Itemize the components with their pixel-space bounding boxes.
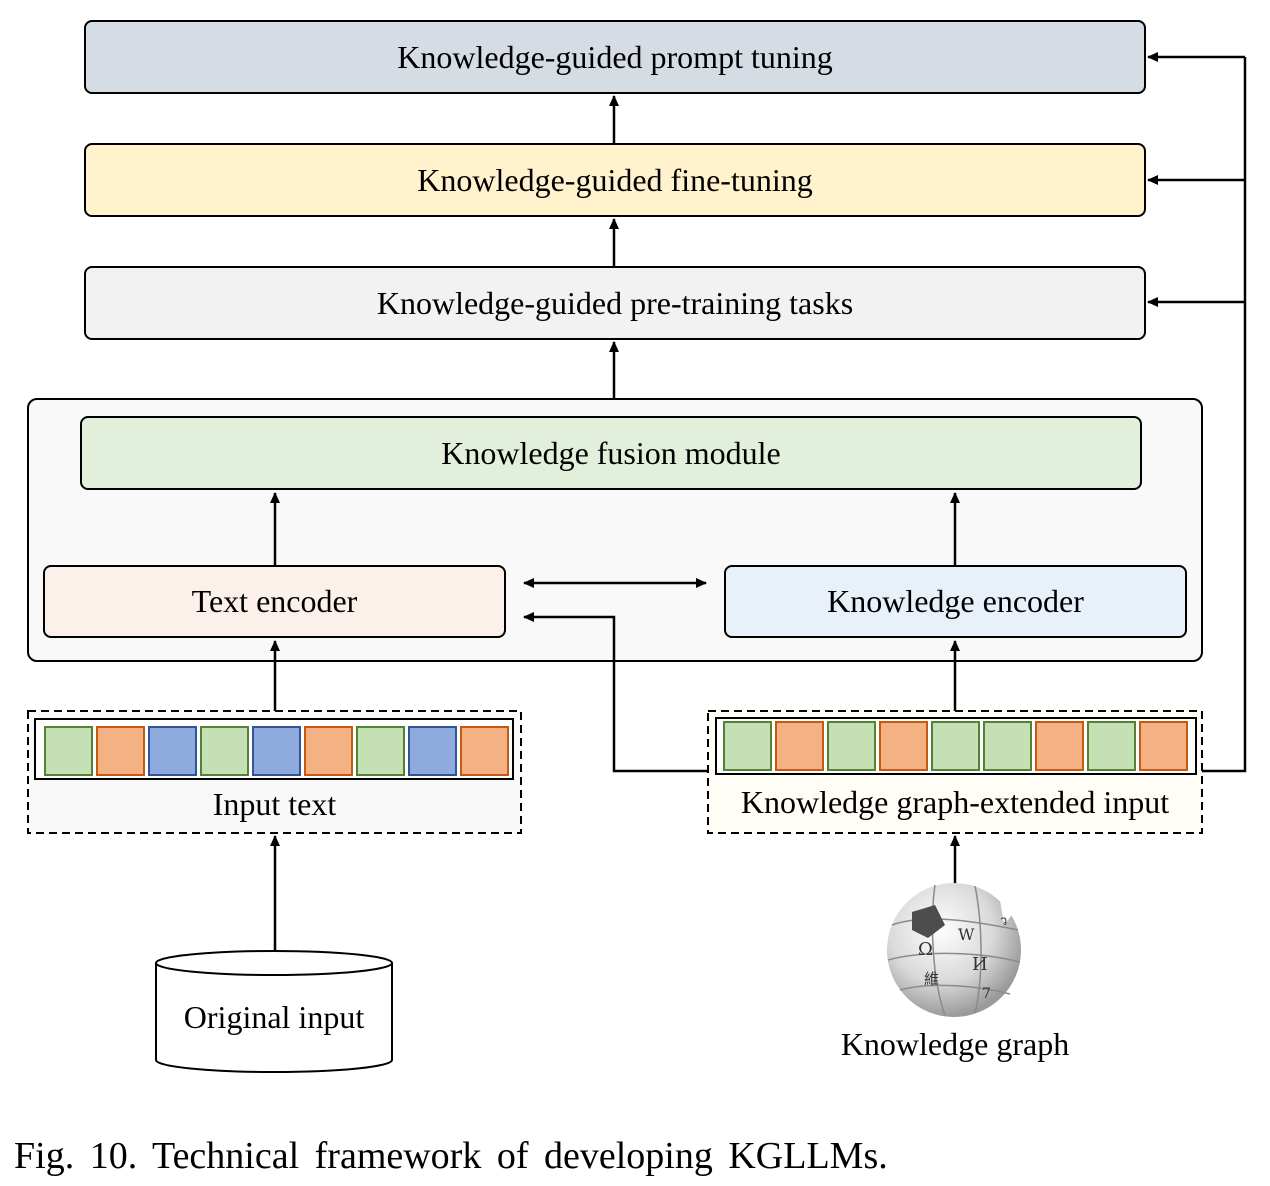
input-text-token-blue [148,726,197,776]
kg-input-token-green [723,721,772,771]
knowledge-encoder-box: Knowledge encoder [724,565,1187,638]
input-text-token-green [200,726,249,776]
figure-caption: Fig. 10. Technical framework of developi… [14,1135,888,1177]
input-text-token-orange [304,726,353,776]
pretraining-tasks-label: Knowledge-guided pre-training tasks [376,284,854,321]
fine-tuning-label: Knowledge-guided fine-tuning [417,161,813,198]
input-text-token-orange [460,726,509,776]
input-text-token-orange [96,726,145,776]
prompt-tuning-box: Knowledge-guided prompt tuning [84,20,1146,94]
fine-tuning-box: Knowledge-guided fine-tuning [84,143,1146,217]
kg-input-token-orange [1035,721,1084,771]
kg-extended-input-label: Knowledge graph-extended input [740,784,1170,820]
knowledge-fusion-box: Knowledge fusion module [80,416,1142,490]
input-text-token-green [44,726,93,776]
original-input-label: Original input [183,999,365,1035]
database-cylinder-icon [155,950,393,1073]
input-text-token-blue [252,726,301,776]
feedback-bus-line [1202,57,1247,773]
input-text-token-blue [408,726,457,776]
kg-input-token-green [931,721,980,771]
arrow-kg-input-to-text-encoder [523,612,708,773]
kg-input-token-orange [775,721,824,771]
knowledge-graph-label: Knowledge graph [840,1026,1070,1062]
svg-text:И: И [972,954,988,975]
input-text-label: Input text [212,786,337,822]
kg-input-token-green [827,721,876,771]
input-text-tokens [44,726,509,776]
input-text-token-green [356,726,405,776]
kg-input-token-green [983,721,1032,771]
kg-input-token-orange [1139,721,1188,771]
kg-input-token-green [1087,721,1136,771]
svg-text:W: W [958,925,975,944]
pretraining-tasks-box: Knowledge-guided pre-training tasks [84,266,1146,340]
knowledge-encoder-label: Knowledge encoder [827,583,1084,619]
text-encoder-box: Text encoder [43,565,506,638]
kg-input-token-orange [879,721,928,771]
svg-text:ว: ว [1000,914,1007,929]
svg-text:7: 7 [982,986,991,1002]
kg-input-tokens [723,721,1188,771]
svg-text:維: 維 [924,970,939,988]
prompt-tuning-label: Knowledge-guided prompt tuning [397,38,833,75]
knowledge-fusion-label: Knowledge fusion module [441,434,781,471]
text-encoder-label: Text encoder [191,583,358,619]
wikipedia-globe-icon: Ω W И 維 ว 7 [887,883,1021,1017]
svg-text:Ω: Ω [918,939,933,960]
